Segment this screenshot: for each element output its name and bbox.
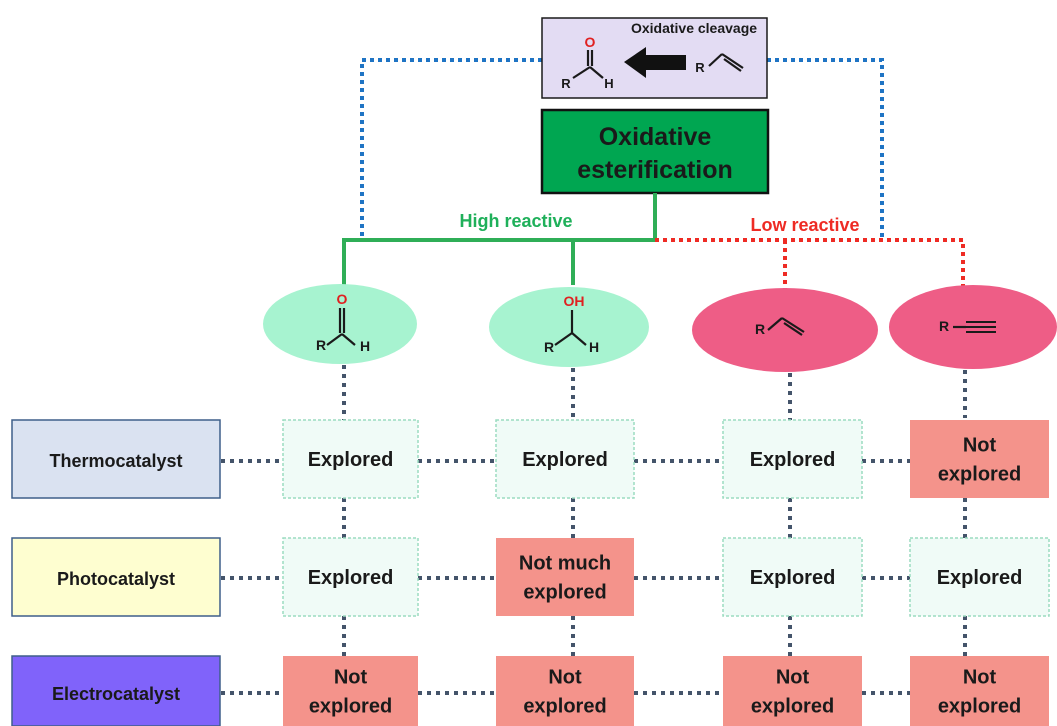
high-reactive-branch: [342, 193, 657, 285]
svg-text:OH: OH: [564, 293, 585, 309]
substrate-alkyne: R: [889, 285, 1057, 369]
blue-dotted-connector: [360, 58, 884, 240]
status-cell-text: Not much: [519, 553, 611, 575]
status-cell: Explored: [722, 537, 863, 617]
status-cell-text: explored: [938, 696, 1021, 718]
status-cell-text: Explored: [308, 449, 394, 471]
status-cell-box: [496, 656, 634, 726]
status-cell-text: Explored: [750, 449, 836, 471]
svg-text:H: H: [589, 339, 599, 355]
status-cell-box: [282, 419, 419, 499]
low-reactive-label: Low reactive: [750, 215, 859, 235]
oxidative-esterification-box: Oxidative esterification: [540, 108, 770, 195]
svg-text:Photocatalyst: Photocatalyst: [57, 569, 175, 589]
status-cell: Explored: [495, 419, 635, 499]
status-cell-box: [910, 656, 1049, 726]
svg-text:H: H: [360, 338, 370, 354]
svg-text:R: R: [316, 337, 326, 353]
low-reactive-branch: [655, 238, 965, 290]
status-cell-text: Explored: [937, 567, 1023, 589]
catalyst-electrocatalyst: Electrocatalyst: [11, 655, 221, 726]
status-cell-text: Not: [963, 667, 997, 689]
status-cell: Not much explored: [496, 538, 634, 616]
status-cell: Not explored: [723, 656, 862, 726]
svg-text:R: R: [755, 321, 765, 337]
status-cell-text: explored: [938, 464, 1021, 486]
svg-text:Electrocatalyst: Electrocatalyst: [52, 684, 180, 704]
catalyst-thermocatalyst: Thermocatalyst: [11, 419, 221, 499]
svg-text:R: R: [939, 318, 949, 334]
status-cell: Not explored: [283, 656, 418, 726]
status-cell-box: [909, 537, 1050, 617]
status-cell-text: Not: [334, 667, 368, 689]
high-reactive-label: High reactive: [459, 211, 572, 231]
status-cell: Explored: [282, 537, 419, 617]
status-cell: Explored: [282, 419, 419, 499]
status-cell-text: Not: [548, 667, 582, 689]
alkene-structure-icon: R: [695, 53, 744, 75]
status-cell: Not explored: [496, 656, 634, 726]
aldehyde-structure-icon: O R H: [561, 34, 613, 91]
grid-connectors: [221, 365, 967, 695]
status-cell-text: explored: [309, 696, 392, 718]
status-cell: Explored: [909, 537, 1050, 617]
svg-text:R: R: [695, 60, 705, 75]
status-cell: Explored: [722, 419, 863, 499]
status-cell-box: [496, 538, 634, 616]
status-cell-box: [495, 419, 635, 499]
status-cell-text: Explored: [308, 567, 394, 589]
status-cell-text: explored: [523, 696, 606, 718]
status-cell-text: Explored: [750, 567, 836, 589]
status-cell-box: [283, 656, 418, 726]
substrate-alkene: R: [692, 288, 878, 372]
substrate-alcohol: OH R H: [489, 287, 649, 367]
status-cell-text: Explored: [522, 449, 608, 471]
svg-text:R: R: [561, 76, 571, 91]
status-cell-box: [282, 537, 419, 617]
status-cell-box: [722, 419, 863, 499]
oxidative-cleavage-label: Oxidative cleavage: [631, 20, 757, 36]
status-cell-text: explored: [523, 582, 606, 604]
status-cell: Not explored: [910, 656, 1049, 726]
status-cell-box: [910, 420, 1049, 498]
status-cell-text: Not: [776, 667, 810, 689]
status-cell-box: [722, 537, 863, 617]
oxidative-cleavage-box: Oxidative cleavage O R H R: [541, 17, 768, 99]
svg-text:R: R: [544, 339, 554, 355]
svg-text:O: O: [585, 34, 596, 50]
status-cell-box: [723, 656, 862, 726]
status-cell: Not explored: [910, 420, 1049, 498]
substrate-aldehyde: O R H: [263, 284, 417, 364]
main-box-line1: Oxidative: [599, 123, 712, 151]
catalyst-photocatalyst: Photocatalyst: [11, 537, 221, 617]
left-arrow-icon: [624, 47, 686, 78]
svg-text:Thermocatalyst: Thermocatalyst: [49, 451, 182, 471]
status-cell-text: explored: [751, 696, 834, 718]
main-box-line2: esterification: [577, 156, 733, 184]
svg-text:O: O: [337, 291, 348, 307]
svg-text:H: H: [604, 76, 613, 91]
status-cell-text: Not: [963, 435, 997, 457]
